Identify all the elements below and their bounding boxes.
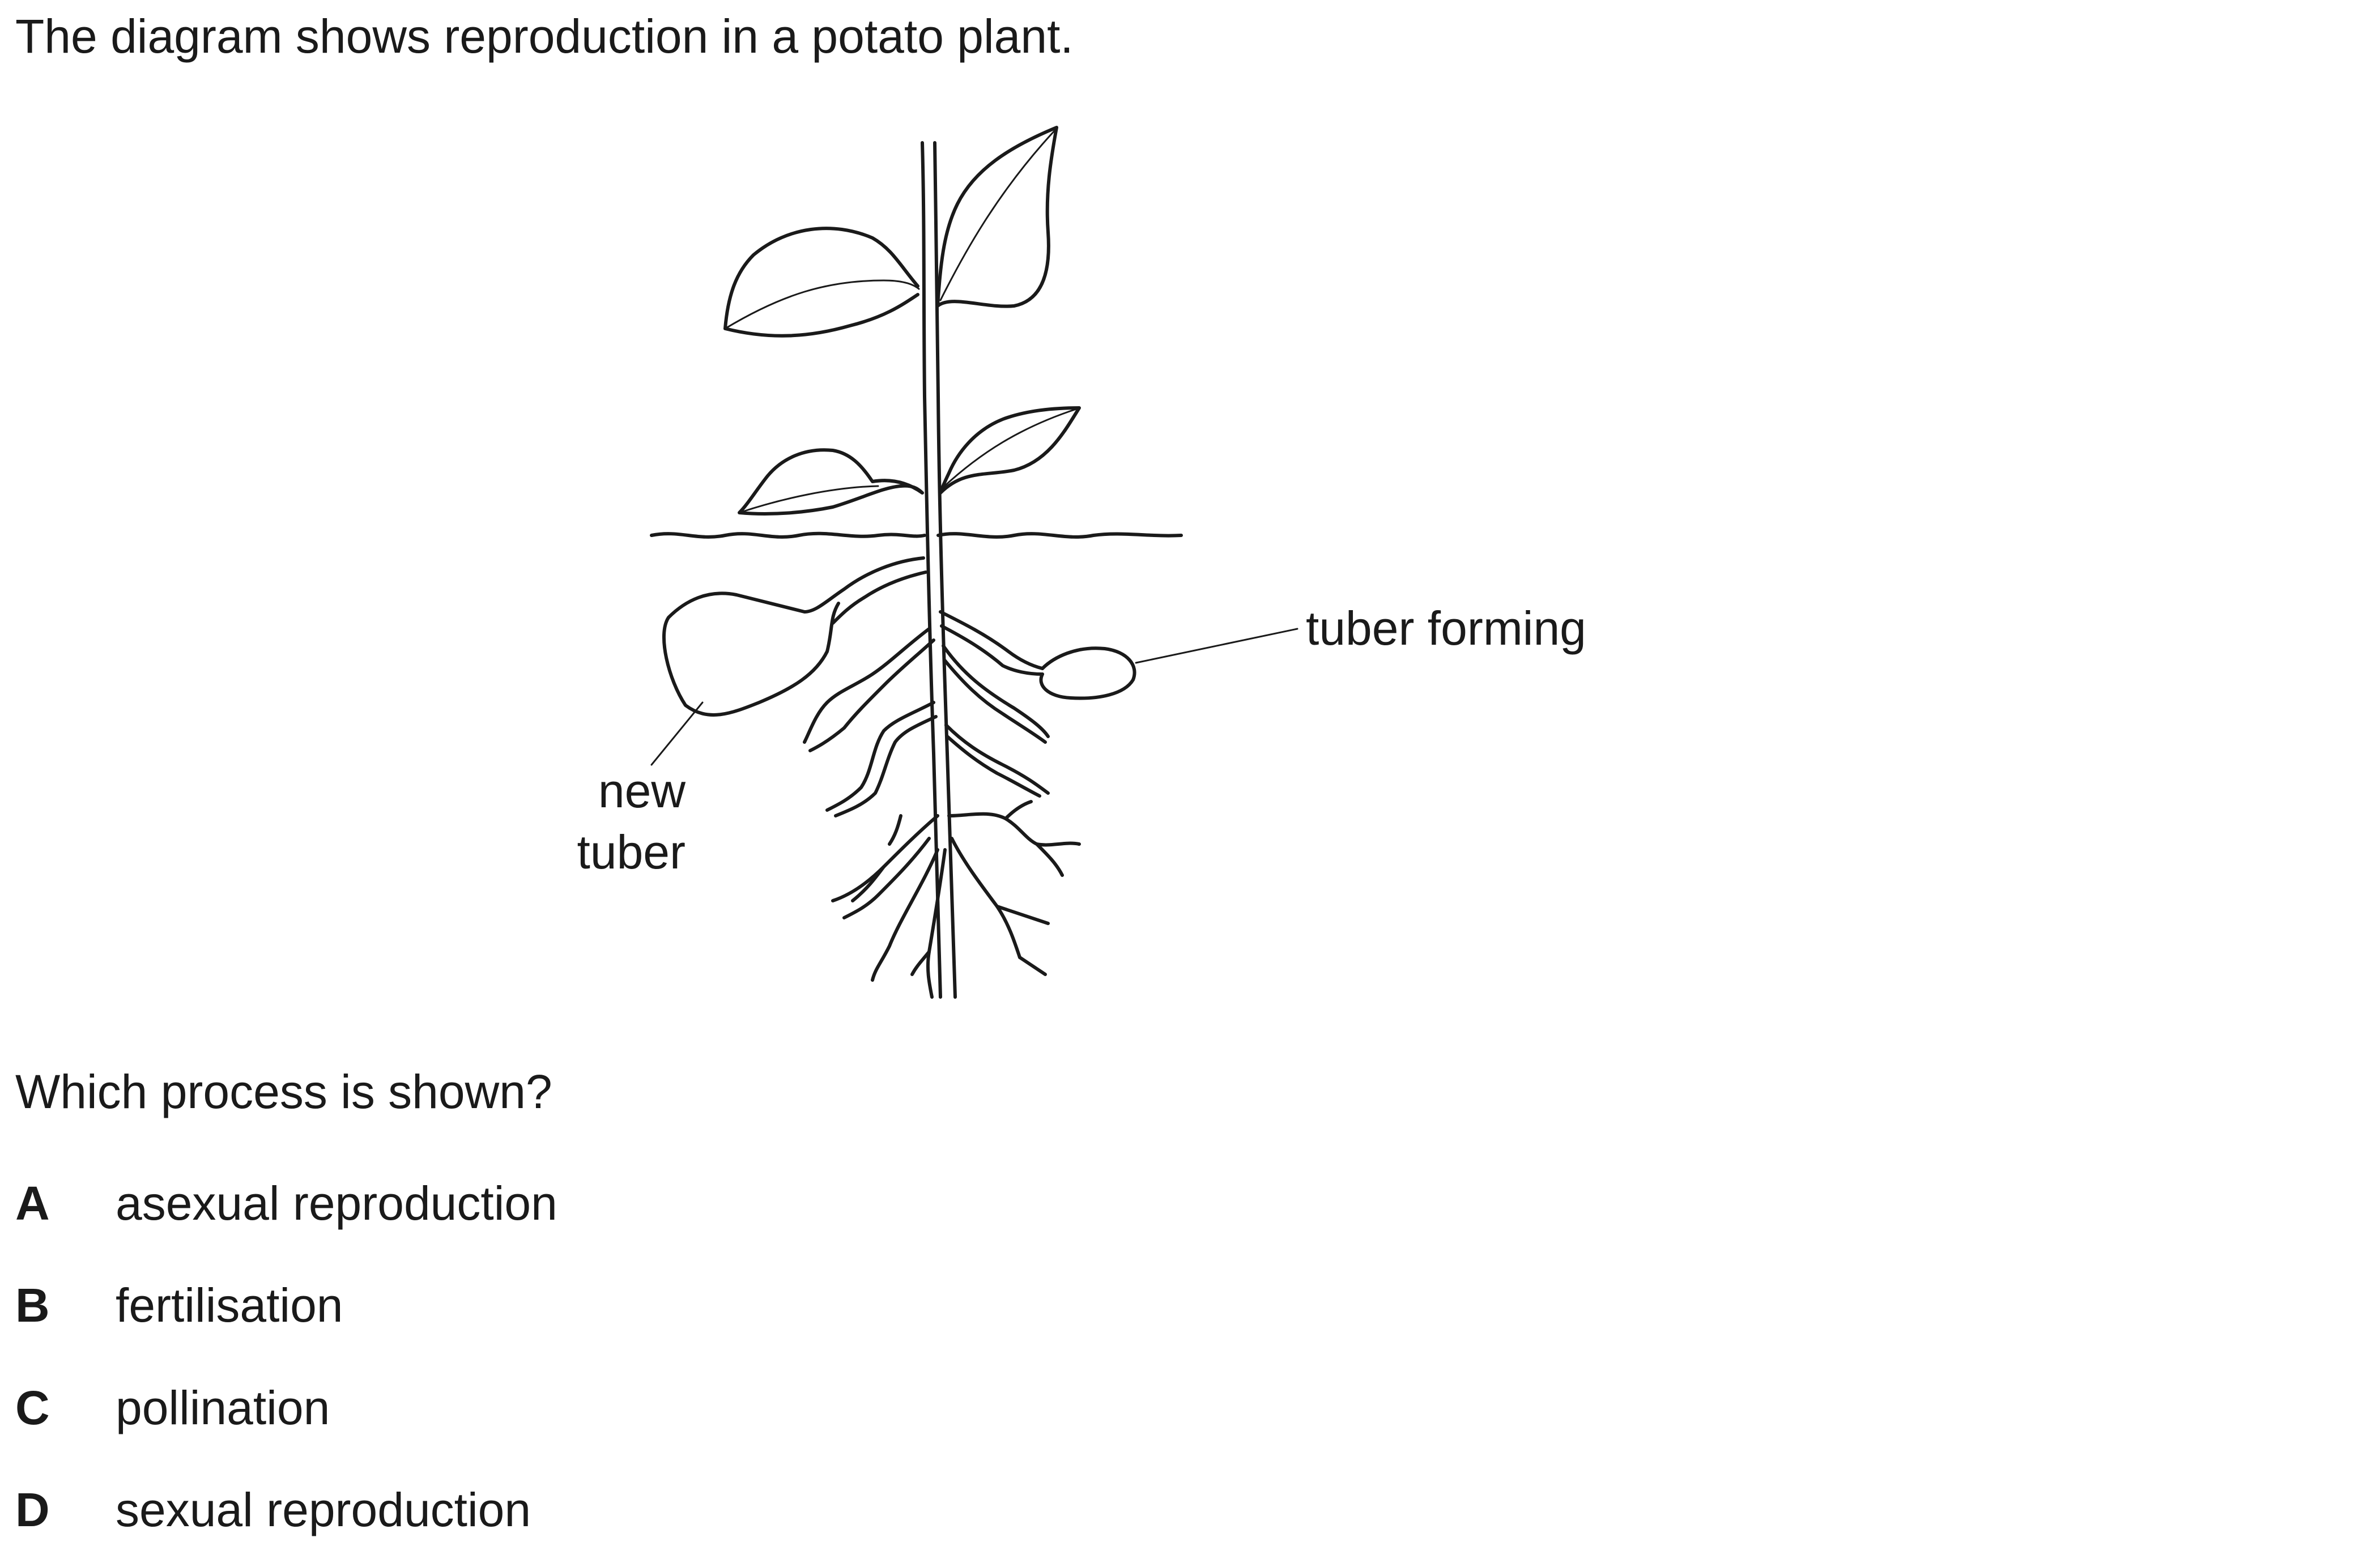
leader-line-tuber-forming (1135, 628, 1298, 664)
option-text: pollination (116, 1381, 330, 1434)
option-letter: B (15, 1279, 50, 1332)
option-d: D sexual reproduction (15, 1486, 531, 1534)
label-new-tuber-line1: new (598, 764, 686, 817)
label-tuber-forming: tuber forming (1306, 602, 1586, 655)
upper-left-leaf (723, 227, 920, 338)
middle-right-leaf (939, 406, 1081, 495)
option-letter: A (15, 1177, 50, 1230)
middle-left-leaf (738, 448, 924, 516)
roots (831, 800, 1081, 999)
label-new-tuber-line2: tuber (577, 825, 686, 879)
ground-line (650, 531, 1183, 539)
upper-right-leaf (936, 126, 1058, 308)
option-text: sexual reproduction (116, 1483, 531, 1536)
option-text: asexual reproduction (116, 1177, 557, 1230)
option-b: B fertilisation (15, 1281, 343, 1329)
option-letter: C (15, 1381, 50, 1434)
leader-line-new-tuber (650, 701, 704, 766)
left-stolons (803, 627, 938, 817)
potato-plant-diagram: tuber forming new tuber (577, 126, 1586, 999)
question-text: Which process is shown? (15, 1065, 552, 1118)
option-text: fertilisation (116, 1279, 343, 1332)
option-c: C pollination (15, 1384, 330, 1432)
option-letter: D (15, 1483, 50, 1536)
tuber-forming (939, 610, 1136, 700)
stem (921, 141, 957, 999)
right-stolons (942, 644, 1050, 798)
new-tuber (662, 556, 927, 717)
intro-text: The diagram shows reproduction in a pota… (15, 10, 1074, 63)
option-a: A asexual reproduction (15, 1179, 557, 1227)
